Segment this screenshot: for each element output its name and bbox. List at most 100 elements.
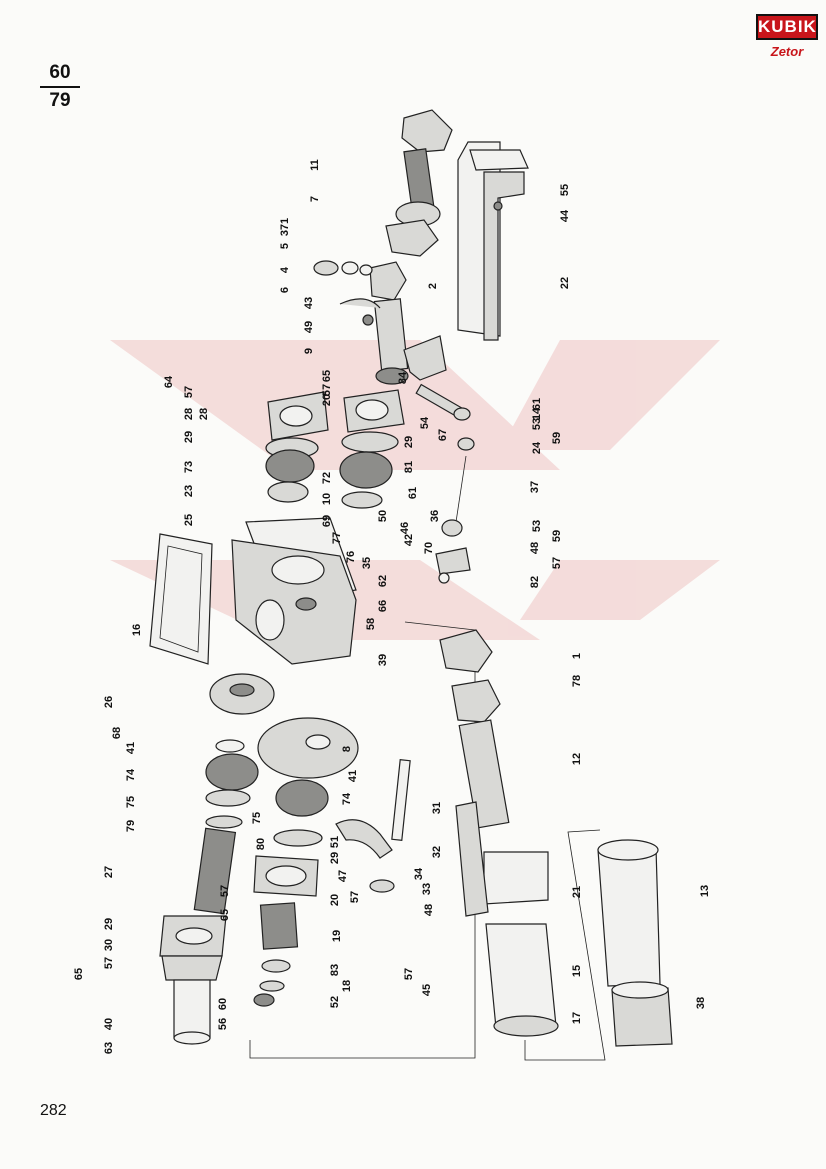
gear-set	[209, 673, 359, 779]
fraction-top: 60	[49, 62, 71, 83]
part-number-label: 45	[421, 984, 433, 996]
part-number-label: 77	[331, 532, 343, 544]
part-number-label: 29	[103, 918, 115, 930]
part-number-label: 50	[377, 510, 389, 522]
part-number-label: 42	[403, 534, 415, 546]
control-lever-assembly	[403, 335, 475, 584]
part-number-label: 61	[531, 398, 543, 410]
part-number-label: 57	[183, 386, 195, 398]
part-number-label: 28	[198, 408, 210, 420]
gearbox-housing	[231, 517, 357, 665]
page-number: 282	[40, 1102, 67, 1119]
part-number-label: 22	[559, 277, 571, 289]
part-number-label: 56	[217, 1018, 229, 1030]
part-number-label: 12	[571, 753, 583, 765]
lower-guard	[455, 801, 559, 1037]
part-number-label: 2	[427, 283, 439, 289]
part-number-label: 79	[125, 820, 137, 832]
part-number-label: 49	[303, 321, 315, 333]
kubik-zetor-logo: KUBIK Zetor	[756, 14, 818, 59]
part-number-label: 59	[551, 432, 563, 444]
part-number-label: 41	[125, 742, 137, 754]
part-number-label: 13	[699, 885, 711, 897]
part-number-label: 43	[303, 297, 315, 309]
part-number-label: 29	[183, 431, 195, 443]
part-number-label: 57	[103, 957, 115, 969]
part-number-label: 63	[103, 1042, 115, 1054]
part-number-label: 29	[403, 436, 415, 448]
part-number-label: 14	[531, 407, 543, 420]
part-number-label: 73	[183, 461, 195, 473]
part-number-label: 47	[337, 870, 349, 882]
part-number-label: 66	[377, 600, 389, 612]
part-number-label: 3	[279, 230, 291, 236]
part-number-label: 36	[429, 510, 441, 522]
part-number-label: 68	[111, 727, 123, 739]
logo-sub: Zetor	[770, 44, 804, 59]
part-number-label: 75	[125, 796, 137, 808]
part-number-label: 7	[309, 196, 321, 202]
part-number-label: 39	[377, 654, 389, 666]
upper-cardan-shaft	[369, 109, 453, 385]
logo-word: KUBIK	[756, 14, 818, 40]
part-number-label: 20	[321, 394, 333, 406]
part-number-label: 1	[571, 653, 583, 659]
part-number-label: 65	[73, 968, 85, 980]
part-number-label: 35	[361, 557, 373, 569]
watermark	[110, 340, 720, 640]
part-number-label: 65	[321, 370, 333, 382]
middle-flange-stack	[339, 389, 405, 509]
part-number-label: 18	[341, 980, 353, 992]
part-number-label: 78	[571, 675, 583, 687]
part-number-label: 46	[399, 522, 411, 534]
part-number-label: 74	[341, 792, 353, 805]
part-number-label: 57	[349, 891, 361, 903]
part-number-label: 9	[303, 348, 315, 354]
part-number-label: 57	[403, 968, 415, 980]
part-number-label: 59	[551, 530, 563, 542]
part-number-label: 24	[531, 441, 543, 454]
part-number-label: 15	[571, 965, 583, 977]
part-number-label: 82	[529, 576, 541, 588]
part-number-label: 26	[103, 696, 115, 708]
shift-fork-assembly	[335, 759, 411, 893]
part-number-label: 64	[163, 375, 175, 388]
part-number-label: 5	[279, 243, 291, 249]
part-number-label: 19	[331, 930, 343, 942]
part-number-label: 11	[309, 159, 321, 171]
part-number-label: 81	[403, 461, 415, 473]
part-number-label: 57	[219, 885, 231, 897]
middle-shaft-stack	[253, 779, 329, 1007]
part-number-label: 53	[531, 520, 543, 532]
part-number-label: 6	[279, 287, 291, 293]
part-number-label: 10	[321, 493, 333, 505]
part-number-label: 8	[341, 746, 353, 752]
part-number-label: 27	[103, 866, 115, 878]
part-number-label: 37	[529, 481, 541, 493]
part-number-label: 30	[103, 939, 115, 951]
part-number-label: 69	[321, 515, 333, 527]
part-number-label: 54	[419, 416, 431, 429]
part-number-label: 55	[559, 184, 571, 196]
part-number-label: 28	[183, 408, 195, 420]
part-number-label: 29	[329, 852, 341, 864]
upper-fittings	[313, 260, 381, 326]
part-number-label: 33	[421, 883, 433, 895]
part-number-label: 48	[423, 904, 435, 916]
part-number-label: 67	[437, 429, 449, 441]
part-number-label: 16	[131, 624, 143, 636]
part-number-label: 52	[329, 996, 341, 1008]
gasket-plate	[149, 533, 213, 665]
part-number-label: 61	[407, 487, 419, 499]
part-number-label: 53	[531, 418, 543, 430]
part-number-label: 25	[183, 514, 195, 526]
part-number-label: 4	[279, 266, 291, 273]
lower-cardan-shaft	[439, 629, 510, 829]
part-number-label: 40	[103, 1018, 115, 1030]
part-number-label: 65	[219, 909, 231, 921]
part-number-label: 58	[365, 618, 377, 630]
part-number-label: 31	[431, 802, 443, 814]
part-number-label: 20	[329, 894, 341, 906]
part-number-label: 76	[345, 551, 357, 563]
